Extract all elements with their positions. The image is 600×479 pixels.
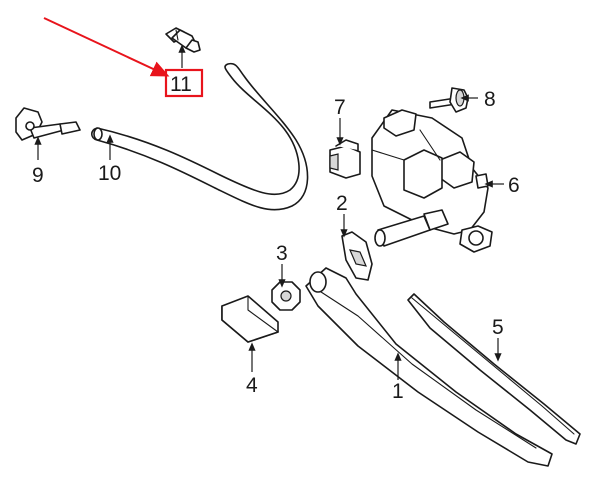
- part-7-clip: [329, 139, 361, 179]
- part-8-bolt: [429, 87, 469, 113]
- part-2-cap: [341, 231, 373, 281]
- callout-1: 1: [392, 380, 404, 403]
- part-1-wiper-arm: [305, 267, 553, 467]
- callout-10: 10: [98, 162, 121, 185]
- callout-7: 7: [334, 96, 346, 119]
- part-5-wiper-blade: [407, 293, 581, 445]
- callout-2: 2: [336, 192, 348, 215]
- callout-9: 9: [32, 164, 44, 187]
- part-9-nozzle: [15, 107, 81, 141]
- part-3-nut: [271, 281, 301, 311]
- callout-3: 3: [276, 242, 288, 265]
- callout-5: 5: [492, 316, 504, 339]
- highlight-arrow: [43, 17, 170, 77]
- highlight-box: [164, 68, 204, 98]
- part-6-wiper-motor: [371, 109, 493, 253]
- callout-4: 4: [246, 374, 258, 397]
- callout-6: 6: [508, 174, 520, 197]
- part-11-connector: [165, 27, 201, 53]
- part-4-cover: [221, 295, 279, 343]
- callout-11: 11: [170, 73, 192, 96]
- part-10-hose: [90, 62, 309, 211]
- callout-8: 8: [484, 88, 496, 111]
